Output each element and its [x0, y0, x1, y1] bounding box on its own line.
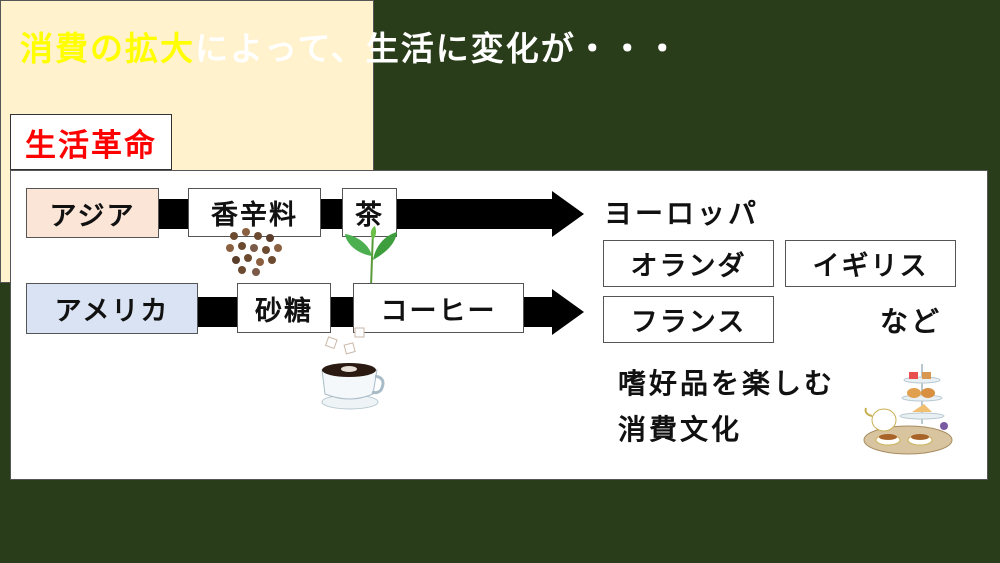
afternoon-tea-illustration — [863, 364, 953, 455]
arrow-america-head — [552, 289, 584, 335]
region-asia: アジア — [26, 188, 159, 238]
tea-leaf-illustration — [345, 226, 397, 287]
spice-seeds-illustration — [226, 228, 282, 276]
culture-line-1: 嗜好品を楽しむ — [618, 367, 836, 400]
good-sugar: 砂糖 — [237, 283, 331, 333]
section-tab: 生活革命 — [10, 114, 172, 170]
country-france: フランス — [603, 296, 774, 343]
europe-heading: ヨーロッパ — [604, 197, 760, 230]
country-netherlands: オランダ — [603, 240, 774, 287]
title-rest: によって、生活に変化が・・・ — [195, 29, 681, 68]
etc-label: など — [880, 305, 943, 338]
country-england: イギリス — [785, 240, 956, 287]
good-tea: 茶 — [342, 188, 397, 237]
region-america: アメリカ — [26, 283, 198, 334]
slide-title: 消費の拡大によって、生活に変化が・・・ — [20, 22, 681, 70]
good-coffee: コーヒー — [353, 283, 524, 333]
culture-line-2: 消費文化 — [618, 413, 743, 446]
title-highlight: 消費の拡大 — [20, 29, 195, 68]
arrow-asia-head — [552, 191, 584, 237]
coffee-cup-illustration — [321, 327, 385, 410]
